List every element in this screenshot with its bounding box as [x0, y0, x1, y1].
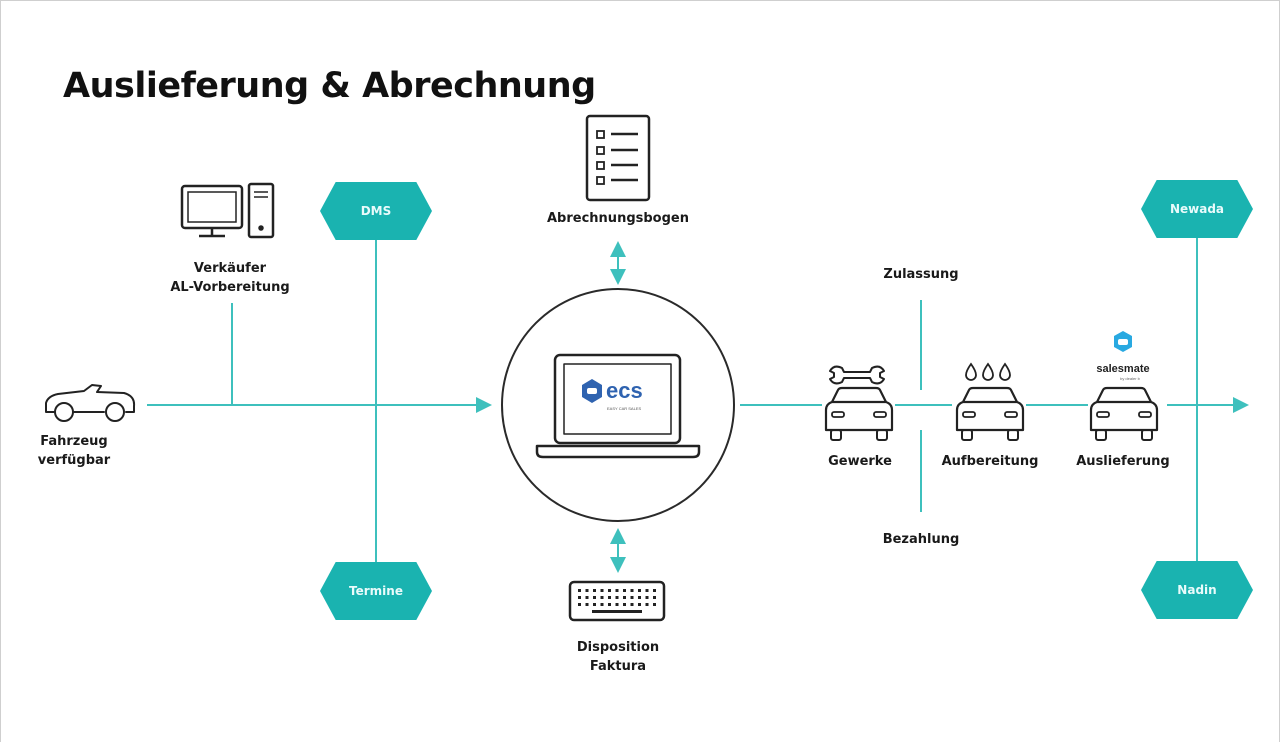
car-icon-gewerke [824, 386, 894, 441]
label-gewerke: Gewerke [828, 454, 892, 469]
convertible-car-icon [45, 384, 136, 422]
label-disposition-line2: Faktura [589, 659, 647, 674]
ecs-logo: ecs EASY CAR SALES [582, 378, 643, 411]
label-aufbereitung: Aufbereitung [941, 454, 1039, 469]
system-badge-termine: Termine [320, 562, 432, 620]
ecs-logo-subtext: EASY CAR SALES [607, 406, 641, 411]
laptop-icon [535, 353, 701, 459]
salesmate-logo-text: salesmate [1096, 363, 1149, 375]
car-icon-aufbereitung [955, 386, 1025, 441]
label-verkaeufer-line1: Verkäufer [193, 261, 267, 276]
ecs-logo-text: ecs [606, 378, 643, 403]
label-verkaeufer-line2: AL-Vorbereitung [170, 280, 290, 295]
desktop-computer-icon [180, 182, 275, 239]
water-drops-icon [965, 362, 1011, 381]
system-badge-dms: DMS [320, 182, 432, 240]
flow-lines [147, 237, 1249, 573]
salesmate-logo-subtext: by dealer b [1120, 376, 1141, 381]
label-fahrzeug-line2: verfügbar [37, 453, 111, 468]
label-disposition-faktura: Disposition Faktura [558, 638, 678, 676]
label-auslieferung: Auslieferung [1076, 454, 1170, 469]
keyboard-icon [568, 580, 666, 622]
label-verkaeufer: Verkäufer AL-Vorbereitung [160, 259, 300, 297]
label-abrechnungsbogen: Abrechnungsbogen [547, 211, 689, 226]
checklist-document-icon [585, 114, 651, 202]
label-disposition-line1: Disposition [576, 640, 660, 655]
label-zulassung: Zulassung [883, 267, 959, 282]
salesmate-logo: salesmate by dealer b [1096, 331, 1150, 381]
car-icon-auslieferung [1089, 386, 1159, 441]
system-badge-nadin: Nadin [1141, 561, 1253, 619]
system-badge-newada: Newada [1141, 180, 1253, 238]
page-title: Auslieferung & Abrechnung [63, 66, 596, 106]
label-fahrzeug-verfuegbar: Fahrzeug verfügbar [34, 432, 114, 470]
wrench-icon [829, 365, 885, 385]
label-bezahlung: Bezahlung [882, 532, 960, 547]
label-fahrzeug-line1: Fahrzeug [40, 434, 108, 449]
